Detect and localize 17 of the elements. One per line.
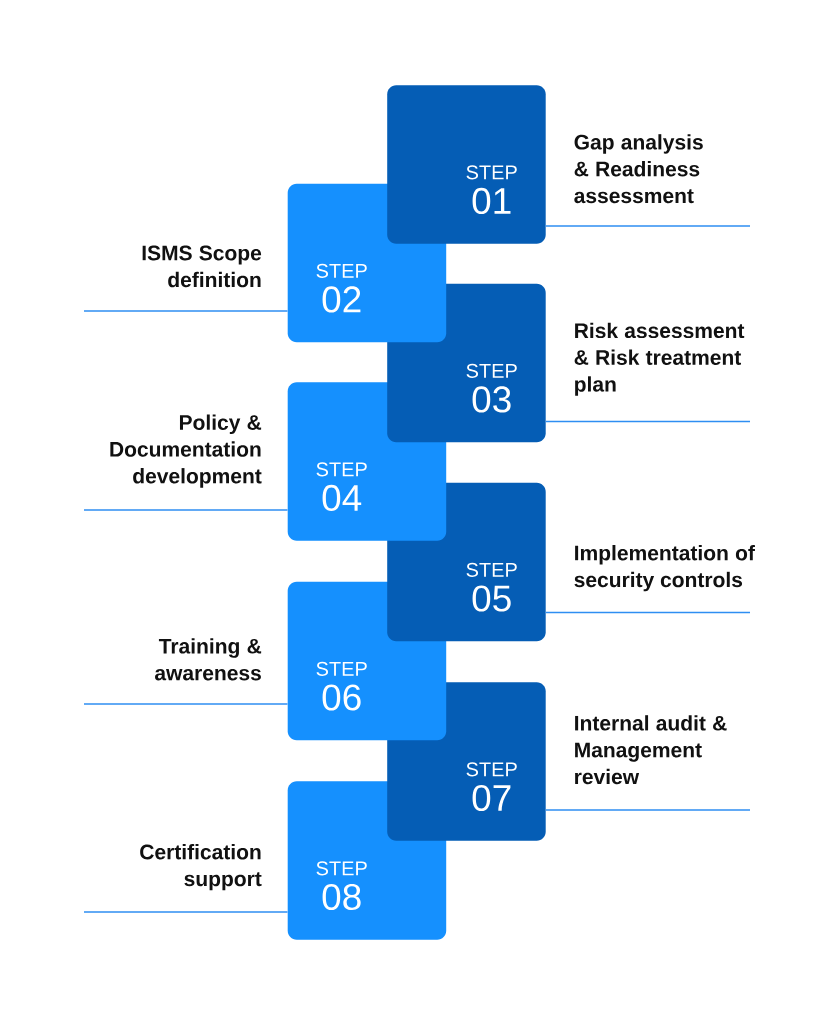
leader-line <box>545 225 751 227</box>
step-description: Implementation of security controls <box>574 545 755 592</box>
step-description: Certification support <box>140 844 262 891</box>
step-description: Risk assessment & Risk treatment plan <box>574 322 745 396</box>
step-box: STEP 01 <box>387 85 546 244</box>
leader-line <box>83 911 289 913</box>
step-description: ISMS Scope definition <box>142 245 262 288</box>
leader-line <box>83 310 289 312</box>
leader-line <box>545 809 751 811</box>
step-description: Internal audit & Management review <box>575 715 727 785</box>
leader-line <box>545 611 751 614</box>
step-description: Training & awareness <box>155 638 262 681</box>
step-description: Gap analysis & Readiness assessment <box>574 134 703 204</box>
step-description: Policy & Documentation development <box>110 414 262 488</box>
leader-line <box>545 420 751 423</box>
leader-line <box>83 703 289 705</box>
leader-line <box>83 509 289 511</box>
